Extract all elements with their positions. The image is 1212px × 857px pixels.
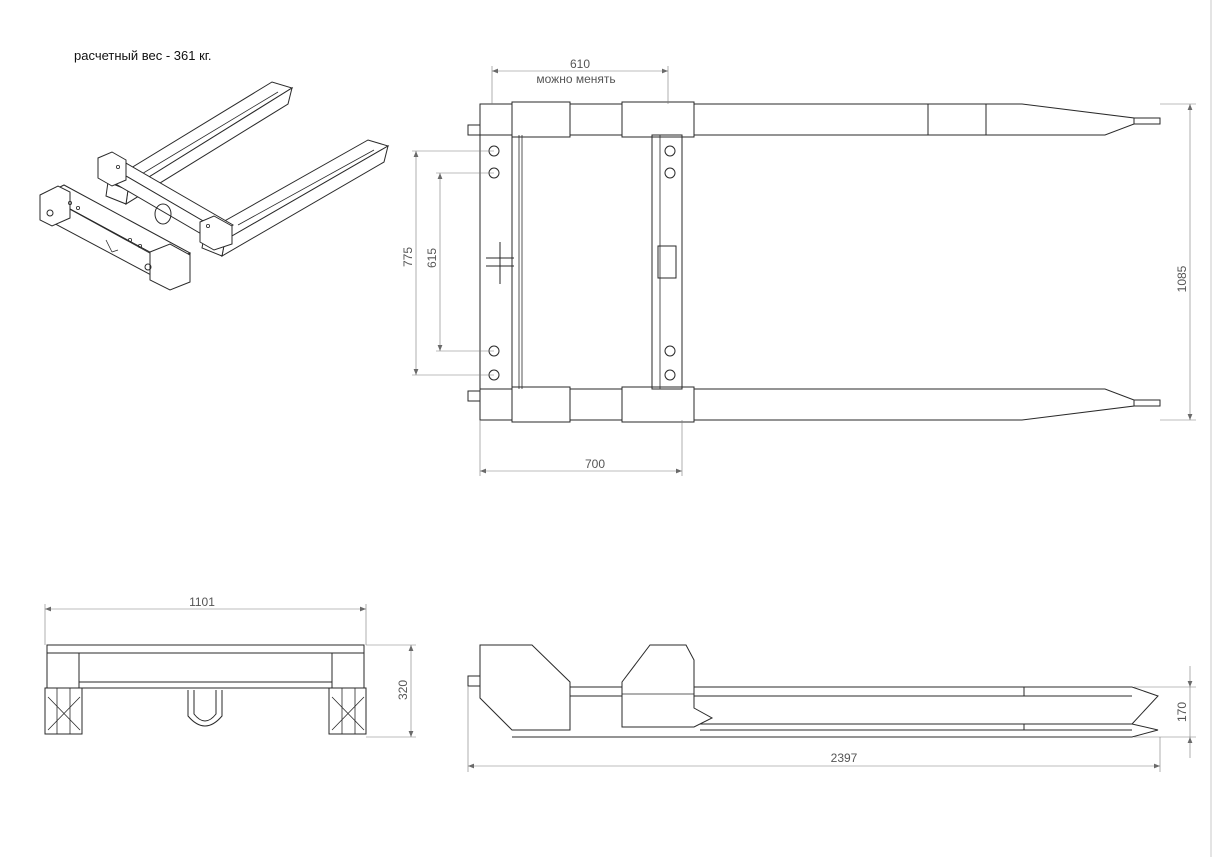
dim-side-height: 170	[1175, 702, 1189, 722]
dim-bottom-width: 700	[585, 457, 605, 471]
dim-inner-height: 615	[425, 248, 439, 268]
isometric-view	[39, 81, 390, 291]
side-view	[467, 644, 1159, 738]
dim-front-height: 320	[396, 680, 410, 700]
front-view	[44, 644, 367, 735]
dim-side-length: 2397	[831, 751, 858, 765]
top-view	[467, 101, 1161, 423]
dim-front-width: 1101	[189, 595, 215, 609]
dimension-lines	[44, 66, 1196, 772]
weight-note: расчетный вес - 361 кг.	[74, 48, 212, 63]
dim-top-width: 610	[570, 57, 590, 71]
dim-top-width-note: можно менять	[536, 72, 615, 86]
dim-outer-height: 775	[401, 247, 415, 267]
page-edge	[1210, 0, 1212, 857]
dim-total-width: 1085	[1175, 265, 1189, 292]
